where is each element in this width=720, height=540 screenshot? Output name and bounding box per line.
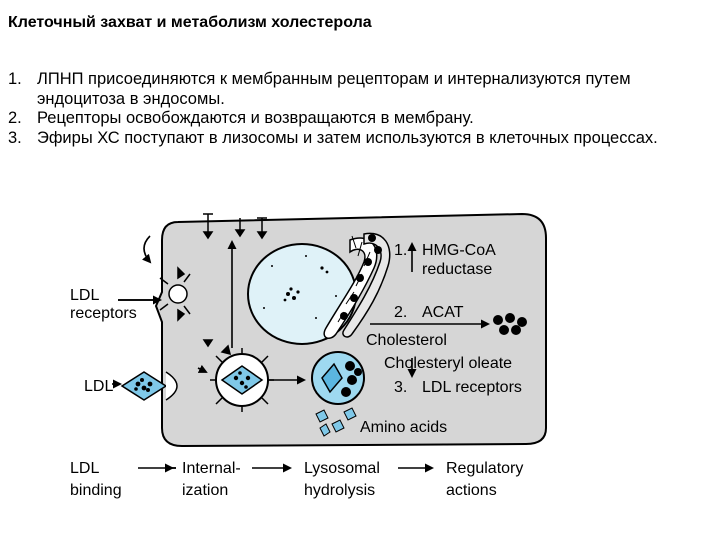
pathway-arrows xyxy=(112,235,490,473)
label-hmg-coa: HMG-CoA xyxy=(422,242,496,259)
step-internalization-2: ization xyxy=(182,482,228,499)
label-reg3-num: 3. xyxy=(394,379,407,396)
label-acat: ACAT xyxy=(422,304,464,321)
list-item: 2.Рецепторы освобождаются и возвращаются… xyxy=(8,109,474,127)
step-regulatory-1: Regulatory xyxy=(446,460,523,477)
list-item: 1.ЛПНП присоединяются к мембранным рецеп… xyxy=(8,70,631,108)
label-amino-acids: Amino acids xyxy=(360,419,447,436)
label-reductase: reductase xyxy=(422,261,492,278)
step-regulatory-2: actions xyxy=(446,482,497,499)
coated-pit-receptors xyxy=(159,273,191,315)
label-cholesterol: Cholesterol xyxy=(366,332,447,349)
page-title: Клеточный захват и метаболизм холестерол… xyxy=(8,14,372,31)
label-ldl-receptors-reg: LDL receptors xyxy=(422,379,522,396)
amino-acid-fragments xyxy=(315,407,357,437)
nucleus-dots xyxy=(263,255,337,319)
ldl-particle xyxy=(120,371,178,401)
description-list: 1.ЛПНП присоединяются к мембранным рецеп… xyxy=(8,70,708,148)
step-lysosomal-2: hydrolysis xyxy=(304,482,375,499)
step-ldl-binding-2: binding xyxy=(70,482,122,499)
membrane-receptors xyxy=(177,213,268,356)
cholesterol-dots xyxy=(340,234,382,320)
label-cholesteryl-oleate: Cholesteryl oleate xyxy=(384,355,512,372)
label-ldl-receptors: LDL xyxy=(70,287,99,304)
process-steps: LDL binding Internal- ization Lysosomal … xyxy=(70,460,523,499)
step-ldl-binding-1: LDL xyxy=(70,460,99,477)
diagram-labels: LDL receptors LDL 1. HMG-CoA reductase 2… xyxy=(70,242,522,436)
list-item: 3.Эфиры ХС поступают в лизосомы и затем … xyxy=(8,128,658,147)
label-reg1-num: 1. xyxy=(394,242,407,259)
label-ldl: LDL xyxy=(84,378,113,395)
step-lysosomal-1: Lysosomal xyxy=(304,460,380,477)
endosome xyxy=(210,348,274,412)
cholesteryl-ester-dots xyxy=(493,313,527,335)
step-internalization-1: Internal- xyxy=(182,460,241,477)
label-reg2-num: 2. xyxy=(394,304,407,321)
lysosome xyxy=(311,351,365,405)
label-ldl-receptors-2: receptors xyxy=(70,305,137,322)
